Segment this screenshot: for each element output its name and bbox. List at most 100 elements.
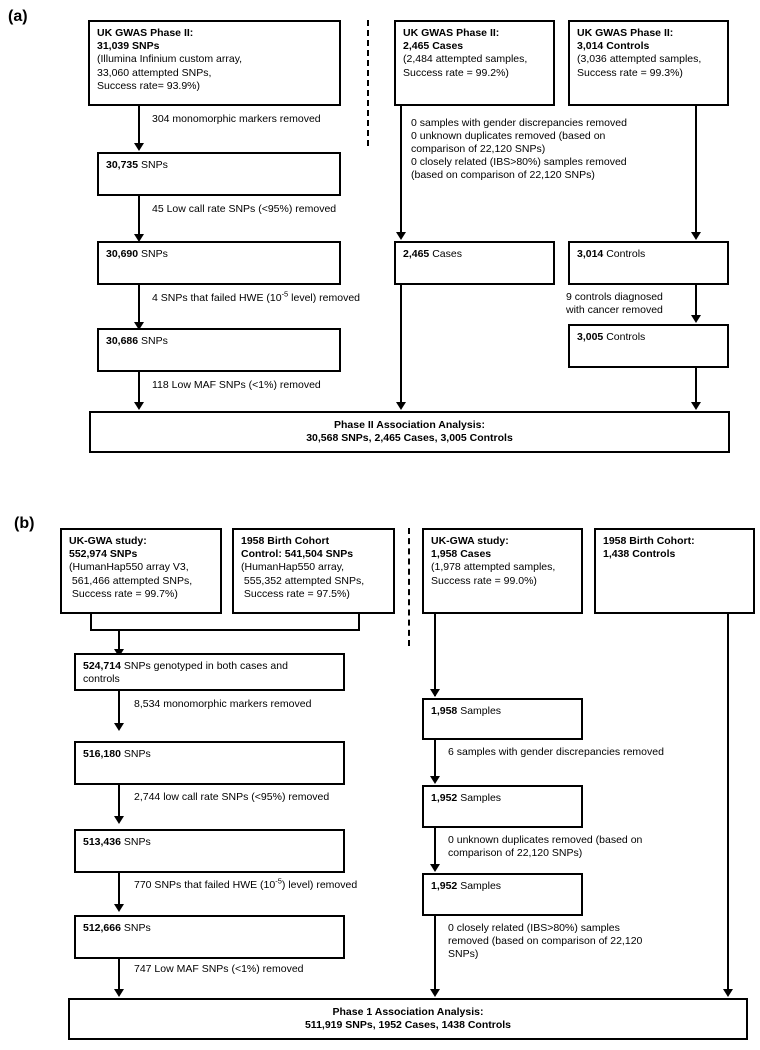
box-line: (2,484 attempted samples,	[403, 53, 528, 66]
box-line: UK GWAS Phase II:	[97, 27, 194, 39]
box-value: 516,180	[83, 748, 121, 760]
connector-line	[695, 285, 697, 317]
box-line: 552,974 SNPs	[69, 548, 138, 561]
box-b-snp-516180: 516,180 SNPs	[74, 741, 345, 785]
panel-b-label: (b)	[14, 515, 35, 532]
connector-line	[118, 629, 120, 651]
connector-line	[434, 740, 436, 778]
box-b-gwa-cases: UK-GWA study: 1,958 Cases (1,978 attempt…	[422, 528, 583, 614]
arrow-head-icon	[723, 989, 733, 997]
arrow-head-icon	[114, 989, 124, 997]
arrow-head-icon	[691, 232, 701, 240]
box-b-snp-524714: 524,714 SNPs genotyped in both cases and…	[74, 653, 345, 691]
box-value: 30,735	[106, 159, 139, 171]
note-a-monomorphic: 304 monomorphic markers removed	[152, 113, 321, 125]
note-b-ibs-3: SNPs)	[448, 948, 479, 960]
connector-line	[90, 629, 360, 631]
box-b-cohort-snps: 1958 Birth Cohort Control: 541,504 SNPs …	[232, 528, 395, 614]
box-a-controls-3005: 3,005 Controls	[568, 324, 729, 368]
connector-line	[138, 372, 140, 404]
connector-line	[400, 285, 402, 404]
box-unit: SNPs	[138, 159, 168, 171]
box-unit: Samples	[457, 705, 502, 717]
note-b-gender: 6 samples with gender discrepancies remo…	[448, 746, 664, 758]
box-line: controls	[83, 673, 120, 686]
box-line: (HumanHap550 array V3,	[69, 561, 189, 574]
note-text: ) level) removed	[281, 879, 358, 891]
connector-line	[118, 785, 120, 819]
box-a-controls-start: UK GWAS Phase II: 3,014 Controls (3,036 …	[568, 20, 729, 106]
box-value: 524,714	[83, 660, 121, 672]
box-unit: Controls	[603, 331, 646, 343]
box-unit: SNPs	[120, 836, 151, 848]
box-line: 30,568 SNPs, 2,465 Cases, 3,005 Controls	[306, 432, 513, 444]
note-b-ibs-1: 0 closely related (IBS>80%) samples	[448, 922, 620, 934]
box-a-snp-start: UK GWAS Phase II: 31,039 SNPs (Illumina …	[88, 20, 341, 106]
box-line: Success rate= 93.9%)	[97, 79, 201, 92]
connector-line	[138, 106, 140, 144]
box-unit: Samples	[457, 880, 502, 892]
box-unit: SNPs	[120, 748, 151, 760]
box-line: 561,466 attempted SNPs,	[69, 574, 193, 587]
box-line: 1,958 Cases	[431, 548, 492, 561]
box-a-snp-30735: 30,735 SNPs	[97, 152, 341, 196]
connector-line	[727, 614, 729, 992]
panel-a-label: (a)	[8, 8, 28, 25]
box-unit: SNPs genotyped in both cases and	[120, 660, 288, 672]
connector-line	[434, 916, 436, 992]
arrow-head-icon	[114, 816, 124, 824]
connector-line	[358, 614, 360, 631]
note-a-sample-qc-4: 0 closely related (IBS>80%) samples remo…	[411, 156, 627, 168]
box-line: Success rate = 99.3%)	[577, 66, 683, 79]
arrow-head-icon	[134, 143, 144, 151]
arrow-head-icon	[691, 315, 701, 323]
note-a-sample-qc-3: comparison of 22,120 SNPs)	[411, 143, 546, 155]
box-a-cases-start: UK GWAS Phase II: 2,465 Cases (2,484 att…	[394, 20, 555, 106]
note-a-sample-qc-1: 0 samples with gender discrepancies remo…	[411, 117, 627, 129]
note-exponent: -5	[281, 289, 289, 299]
arrow-head-icon	[134, 402, 144, 410]
note-b-monomorphic: 8,534 monomorphic markers removed	[134, 698, 312, 710]
box-a-cases-2465: 2,465 Cases	[394, 241, 555, 285]
note-a-sample-qc-5: (based on comparison of 22,120 SNPs)	[411, 169, 595, 181]
box-line: UK GWAS Phase II:	[577, 27, 674, 39]
note-a-low-maf: 118 Low MAF SNPs (<1%) removed	[152, 379, 321, 391]
box-line: (Illumina Infinium custom array,	[97, 53, 243, 66]
box-b-snp-513436: 513,436 SNPs	[74, 829, 345, 873]
note-exponent: -5	[275, 876, 282, 886]
note-a-cancer-1: 9 controls diagnosed	[566, 291, 663, 303]
box-b-samples-1952-a: 1,952 Samples	[422, 785, 583, 828]
box-line: Phase 1 Association Analysis:	[332, 1005, 484, 1018]
box-unit: Cases	[429, 248, 462, 260]
box-value: 3,014	[577, 248, 604, 260]
box-line: Phase II Association Analysis:	[334, 418, 485, 431]
connector-line	[695, 368, 697, 404]
arrow-head-icon	[114, 904, 124, 912]
connector-line	[695, 106, 697, 234]
arrow-head-icon	[691, 402, 701, 410]
box-a-final-analysis: Phase II Association Analysis: 30,568 SN…	[89, 411, 730, 453]
box-line: Success rate = 99.2%)	[403, 66, 509, 79]
connector-line	[90, 614, 92, 631]
box-value: 1,952	[431, 792, 458, 804]
note-b-low-call-rate: 2,744 low call rate SNPs (<95%) removed	[134, 791, 330, 803]
arrow-head-icon	[430, 864, 440, 872]
box-line: 555,352 attempted SNPs,	[241, 574, 365, 587]
box-line: 3,014 Controls	[577, 40, 650, 53]
box-value: 2,465	[403, 248, 430, 260]
box-line: 1958 Birth Cohort:	[603, 535, 695, 547]
connector-line	[138, 285, 140, 324]
box-line: UK-GWA study:	[431, 535, 509, 547]
arrow-head-icon	[430, 989, 440, 997]
connector-line	[138, 196, 140, 236]
box-unit: SNPs	[120, 922, 151, 934]
box-value: 512,666	[83, 922, 121, 934]
note-b-low-maf: 747 Low MAF SNPs (<1%) removed	[134, 963, 304, 975]
box-line: 1,438 Controls	[603, 548, 676, 561]
box-a-snp-30686: 30,686 SNPs	[97, 328, 341, 372]
connector-line	[400, 106, 402, 234]
note-text: level) removed	[288, 292, 361, 304]
arrow-head-icon	[430, 776, 440, 784]
box-value: 30,690	[106, 248, 139, 260]
note-b-duplicates-2: comparison of 22,120 SNPs)	[448, 847, 583, 859]
